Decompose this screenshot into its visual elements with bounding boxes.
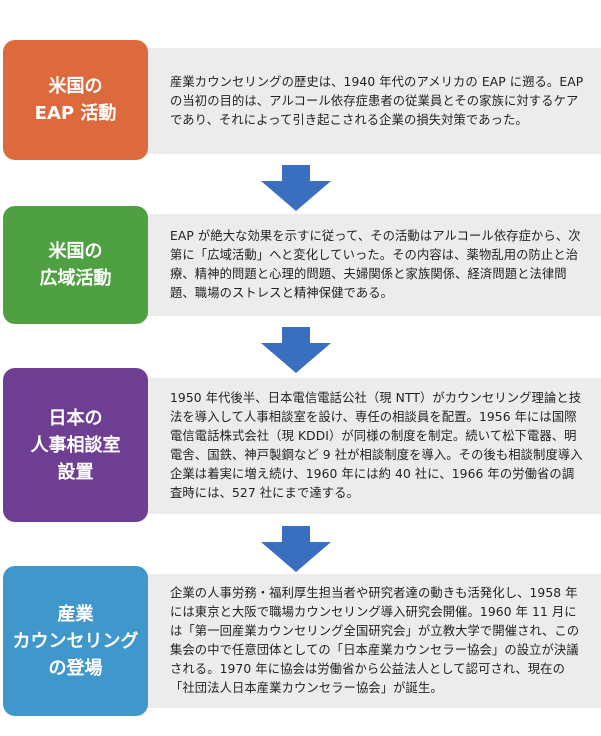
step-description: 1950 年代後半、日本電信電話公社（現 NTT）がカウンセリング理論と技法を導… xyxy=(170,391,583,500)
down-arrow-icon xyxy=(261,165,331,211)
step-label-line: 広域活動 xyxy=(39,268,112,289)
step-description: EAP が絶大な効果を示すに従って、その活動はアルコール依存症から、次第に「広域… xyxy=(170,229,581,300)
step-label-line: 設置 xyxy=(57,461,94,483)
step-label: 米国の EAP 活動 xyxy=(3,40,148,160)
step-label-line: の登場 xyxy=(48,657,103,679)
step-description-box: 産業カウンセリングの歴史は、1940 年代のアメリカの EAP に遡る。EAP … xyxy=(140,48,601,154)
step-description-box: EAP が絶大な効果を示すに従って、その活動はアルコール依存症から、次第に「広域… xyxy=(140,214,601,316)
down-arrow-icon xyxy=(261,526,331,572)
step-label-line: 日本の xyxy=(48,407,103,429)
step-label-line: 米国の xyxy=(48,241,103,262)
step-label: 産業 カウンセリング の登場 xyxy=(3,566,148,716)
step-label: 米国の 広域活動 xyxy=(3,206,148,324)
step-description-box: 企業の人事労務・福利厚生担当者や研究者達の動きも活発化し、1958 年には東京と… xyxy=(140,574,601,708)
step-label-line: 産業 xyxy=(57,603,94,625)
step-label-line: 人事相談室 xyxy=(30,434,121,456)
down-arrow-icon xyxy=(261,327,331,373)
step-description-box: 1950 年代後半、日本電信電話公社（現 NTT）がカウンセリング理論と技法を導… xyxy=(140,378,601,514)
step-label-line: 米国の xyxy=(48,76,103,97)
step-description: 産業カウンセリングの歴史は、1940 年代のアメリカの EAP に遡る。EAP … xyxy=(170,74,584,127)
step-label-line: EAP 活動 xyxy=(34,103,117,124)
step-label: 日本の 人事相談室 設置 xyxy=(3,368,148,522)
step-description: 企業の人事労務・福利厚生担当者や研究者達の動きも活発化し、1958 年には東京と… xyxy=(170,586,580,695)
step-label-line: カウンセリング xyxy=(12,630,139,652)
